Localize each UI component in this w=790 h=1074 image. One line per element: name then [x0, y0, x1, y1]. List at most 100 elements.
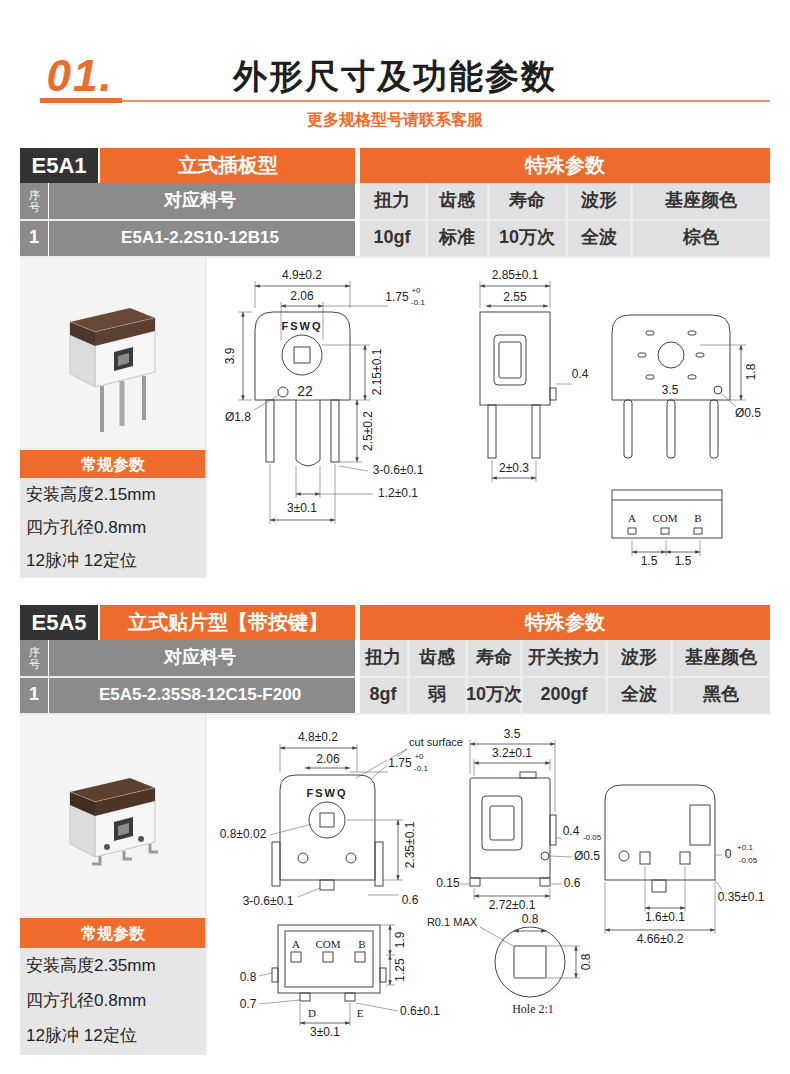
dimension-label: 0.8 [239, 971, 258, 984]
dimension-label: 1.9 [394, 931, 407, 950]
dimension-label: 0.4 [562, 825, 581, 838]
back-view-e5a1 [710, 400, 718, 458]
section-ground [523, 678, 605, 713]
right-view-e5a5 [652, 880, 666, 892]
param-line: 安装高度2.15mm [20, 478, 205, 511]
table-cell: 对应料号 [164, 191, 236, 211]
side-view-e5a5 [470, 878, 480, 886]
param-line: 安装高度2.35mm [20, 948, 205, 983]
pin-label: COM [651, 512, 678, 524]
side-view-e5a5 [460, 884, 469, 885]
dimension-label: 0.8±0.02 [219, 828, 268, 841]
side-view-e5a5 [474, 763, 550, 764]
param-line: 12脉冲 12定位 [20, 544, 205, 577]
table-cell: 棕色 [683, 228, 719, 248]
front-view-e5a1 [323, 302, 324, 340]
section-ground [360, 678, 407, 713]
table-cell: 全波 [581, 228, 617, 248]
front-view-e5a5 [320, 880, 334, 890]
dimension-label: +0 [413, 753, 424, 762]
front-view-e5a1 [255, 281, 256, 308]
front-view-e5a1 [294, 347, 310, 363]
param-line: 四方孔径0.8mm [20, 983, 205, 1018]
back-view-e5a1 [688, 375, 696, 379]
right-view-e5a5 [715, 882, 716, 934]
front-view-e5a1 [296, 400, 320, 466]
side-view-e5a1 [532, 405, 540, 458]
front-view-e5a5 [309, 802, 345, 838]
right-view-e5a5 [605, 882, 606, 934]
bottom-view-e5a1 [666, 540, 667, 556]
bottom-view-e5a5 [300, 1003, 301, 1026]
product-photo [95, 318, 155, 346]
product-photo [70, 792, 95, 816]
dimension-label: -0.1 [410, 299, 426, 308]
hole-detail [495, 927, 565, 997]
dimension-label: Ø0.5 [734, 407, 762, 420]
side-view-e5a1 [492, 460, 493, 482]
front-view-e5a1 [350, 281, 351, 308]
dimension-label: -0.05 [582, 834, 602, 843]
back-view-e5a1 [667, 400, 675, 458]
dimension-label: 0.6 [401, 894, 420, 907]
right-view-e5a5 [605, 785, 722, 934]
dimension-label: 2.15±0.1 [371, 348, 384, 397]
front-view-e5a1 [357, 400, 358, 462]
table-cell: 齿感 [419, 648, 455, 668]
dimension-label: 1.25 [394, 957, 407, 982]
bottom-view-e5a1 [612, 490, 722, 556]
bottom-view-e5a1 [628, 528, 636, 534]
dimension-label: 4.8±0.2 [297, 731, 339, 744]
section-ground [48, 183, 49, 256]
product-photo [100, 386, 104, 432]
section-ground [20, 221, 355, 256]
table-cell: E5A1-2.2S10-12B15 [121, 229, 279, 248]
right-view-e5a5 [715, 855, 722, 856]
bottom-view-e5a1 [700, 540, 701, 556]
product-photo [124, 851, 132, 859]
front-view-e5a5 [375, 842, 383, 886]
table-cell: 开关按力 [528, 648, 600, 668]
table-cell: 基座颜色 [665, 191, 737, 211]
section-ground [20, 183, 770, 1055]
section-ground [428, 183, 487, 219]
dimension-label: -0.05 [738, 857, 758, 866]
side-view-e5a1 [488, 405, 496, 458]
front-view-e5a1 [243, 312, 244, 400]
table-cell: 弱 [428, 685, 446, 705]
back-view-e5a1 [730, 400, 746, 401]
table-cell: 黑色 [703, 685, 739, 705]
front-view-e5a5 [305, 768, 350, 769]
side-view-e5a1 [486, 306, 548, 307]
dimension-label: +0 [410, 287, 421, 296]
right-view-e5a5 [605, 785, 715, 880]
back-view-e5a1 [612, 315, 746, 458]
table-cell: 10gf [373, 228, 410, 248]
dimension-label: 2.85±0.1 [491, 269, 540, 282]
table-cell: 对应料号 [164, 648, 236, 668]
dimension-label: 2.06 [315, 753, 340, 766]
dimension-label: 1.5 [674, 555, 693, 568]
section-ground [673, 640, 770, 676]
back-view-e5a1 [741, 345, 742, 400]
side-view-e5a5 [549, 856, 572, 857]
dimension-label: 1.75 [384, 291, 409, 304]
section-ground [410, 678, 465, 713]
table-cell: E5A5-2.35S8-12C15-F200 [99, 686, 301, 705]
front-view-e5a1 [270, 464, 271, 524]
product-photo [95, 788, 155, 857]
product-photo [70, 778, 158, 864]
param-line: 12脉冲 12定位 [20, 1018, 205, 1053]
table-cell: 10万次 [499, 228, 555, 248]
dimension-label: 2.06 [289, 290, 314, 303]
right-view-e5a5 [619, 851, 629, 861]
front-view-e5a1 [350, 400, 370, 401]
pin-label: COM [314, 938, 341, 950]
params-panel: 常规参数安装高度2.35mm四方孔径0.8mm12脉冲 12定位 [20, 918, 205, 1055]
side-view-e5a1 [480, 281, 572, 482]
section-ground [490, 183, 565, 219]
section-ground [207, 258, 770, 578]
side-view-e5a5 [470, 740, 471, 774]
front-view-e5a5 [350, 772, 388, 773]
right-view-e5a5 [715, 880, 722, 890]
